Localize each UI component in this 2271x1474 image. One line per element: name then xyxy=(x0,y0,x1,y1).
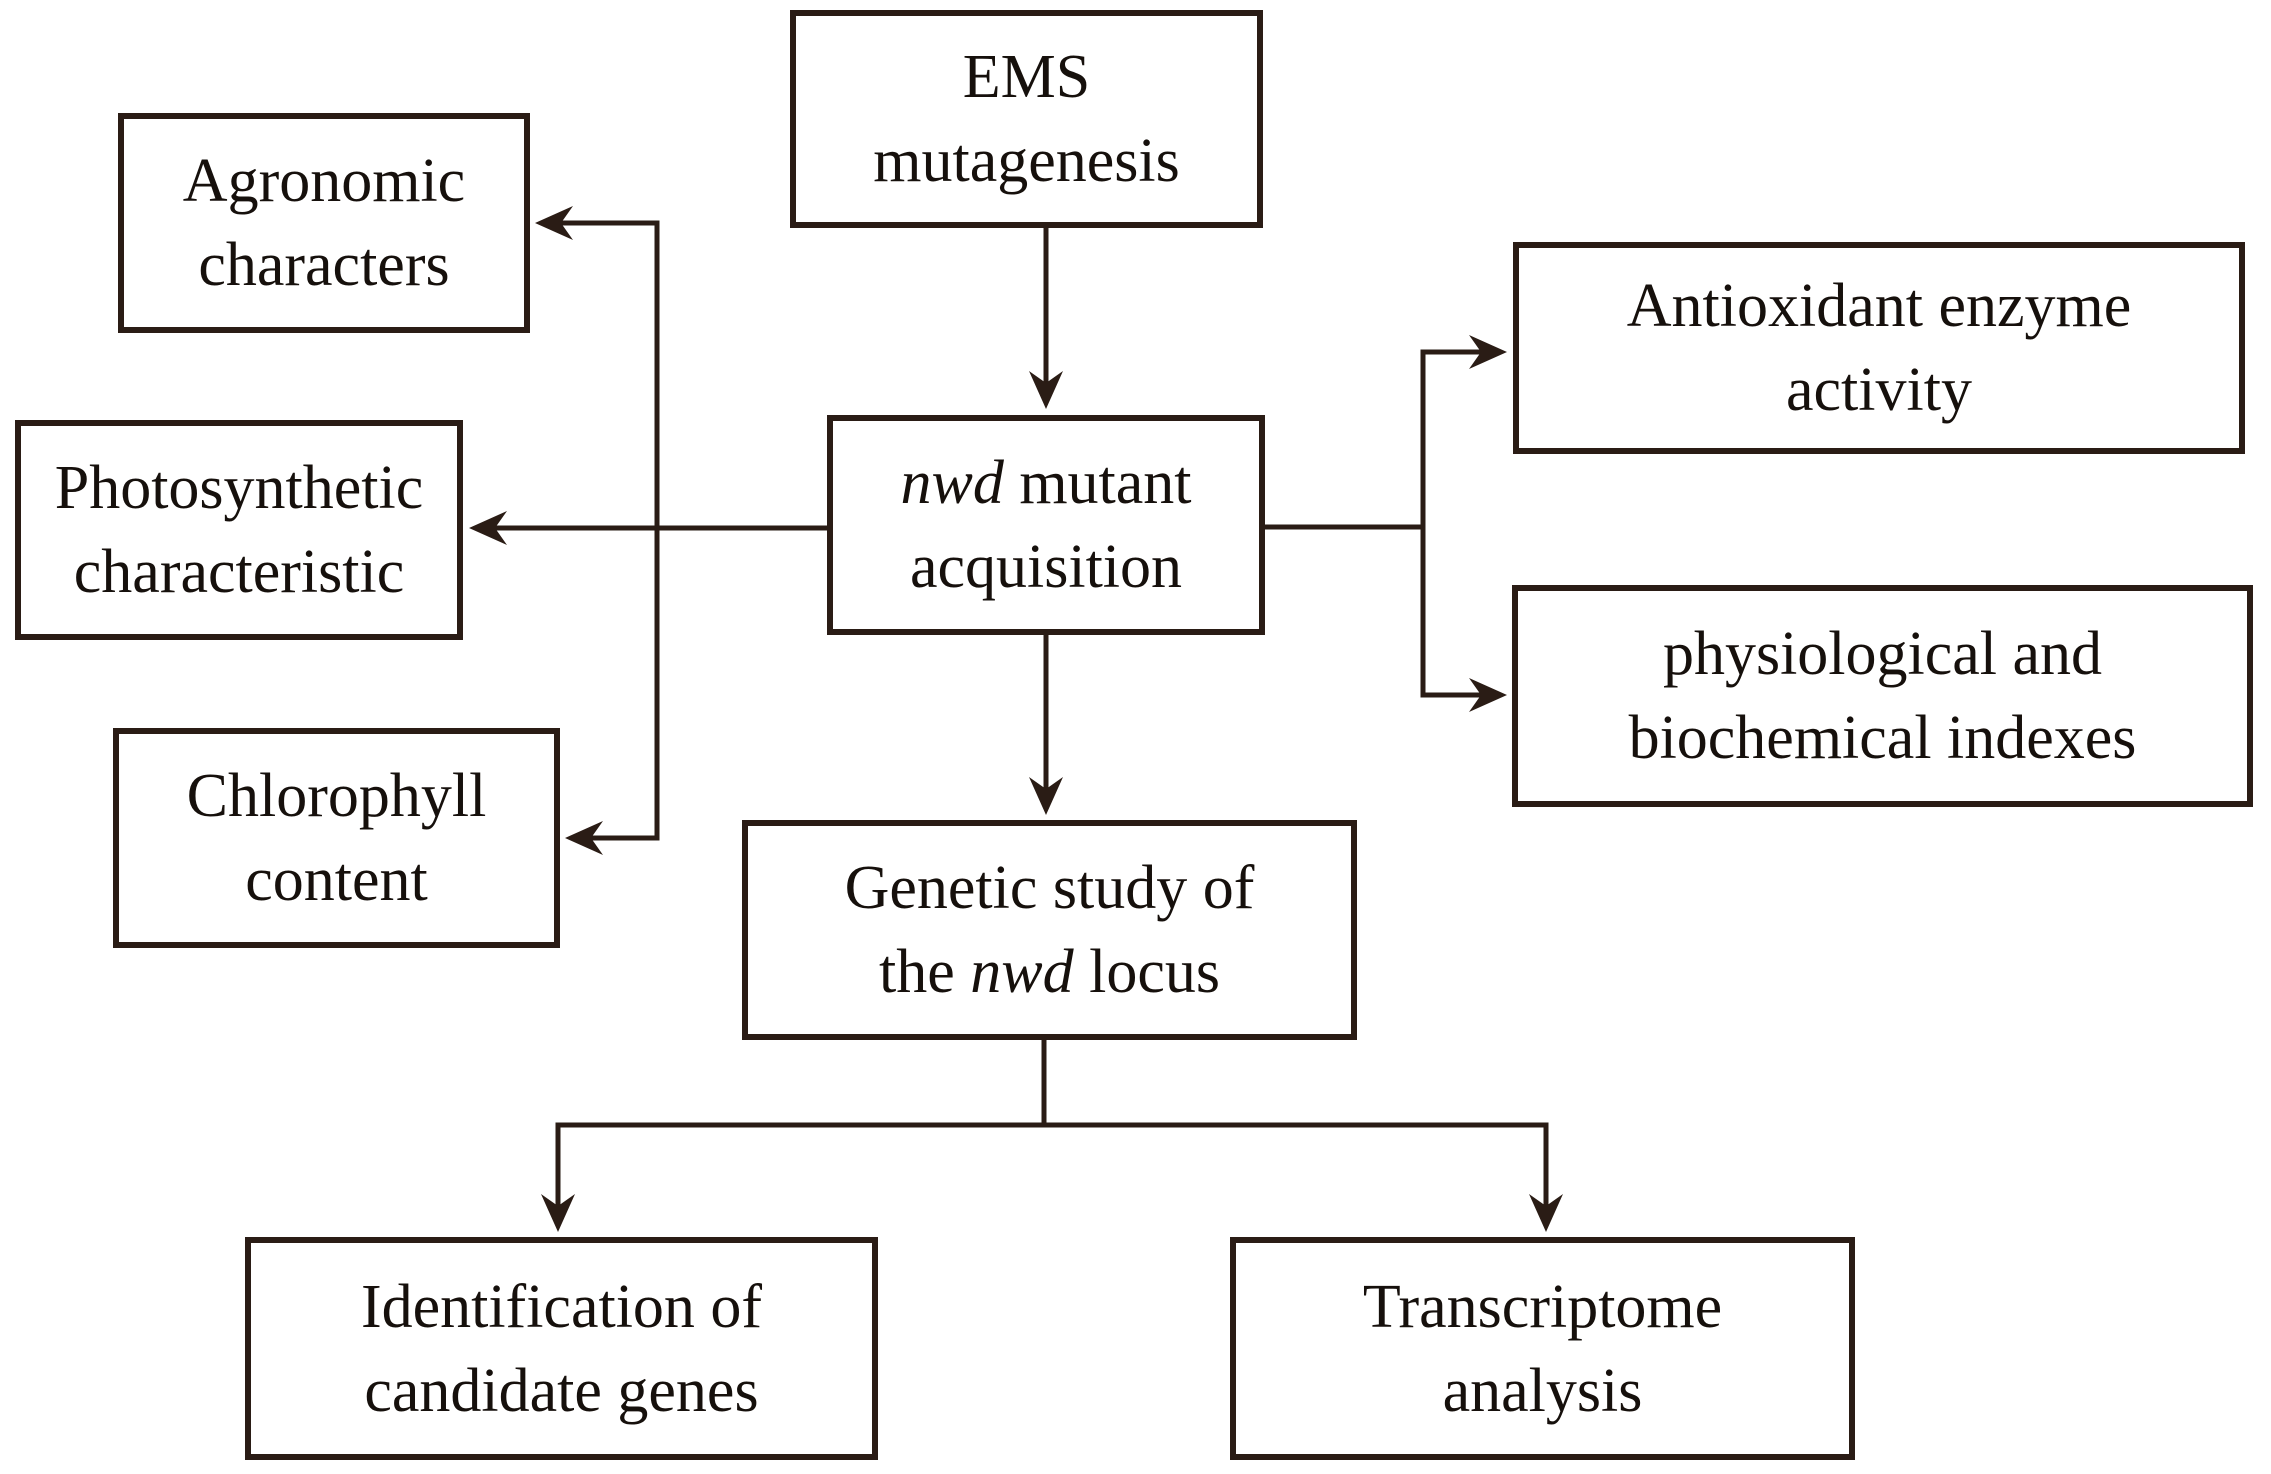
arrow-nwd-to-genetic-study xyxy=(1029,632,1063,815)
arrow-genetic-to-bottom-boxes xyxy=(541,1037,1563,1232)
arrow-nwd-to-right-boxes xyxy=(1262,335,1507,712)
arrow-nwd-to-left-boxes xyxy=(469,206,830,855)
arrow-ems-to-nwd xyxy=(1029,225,1063,409)
